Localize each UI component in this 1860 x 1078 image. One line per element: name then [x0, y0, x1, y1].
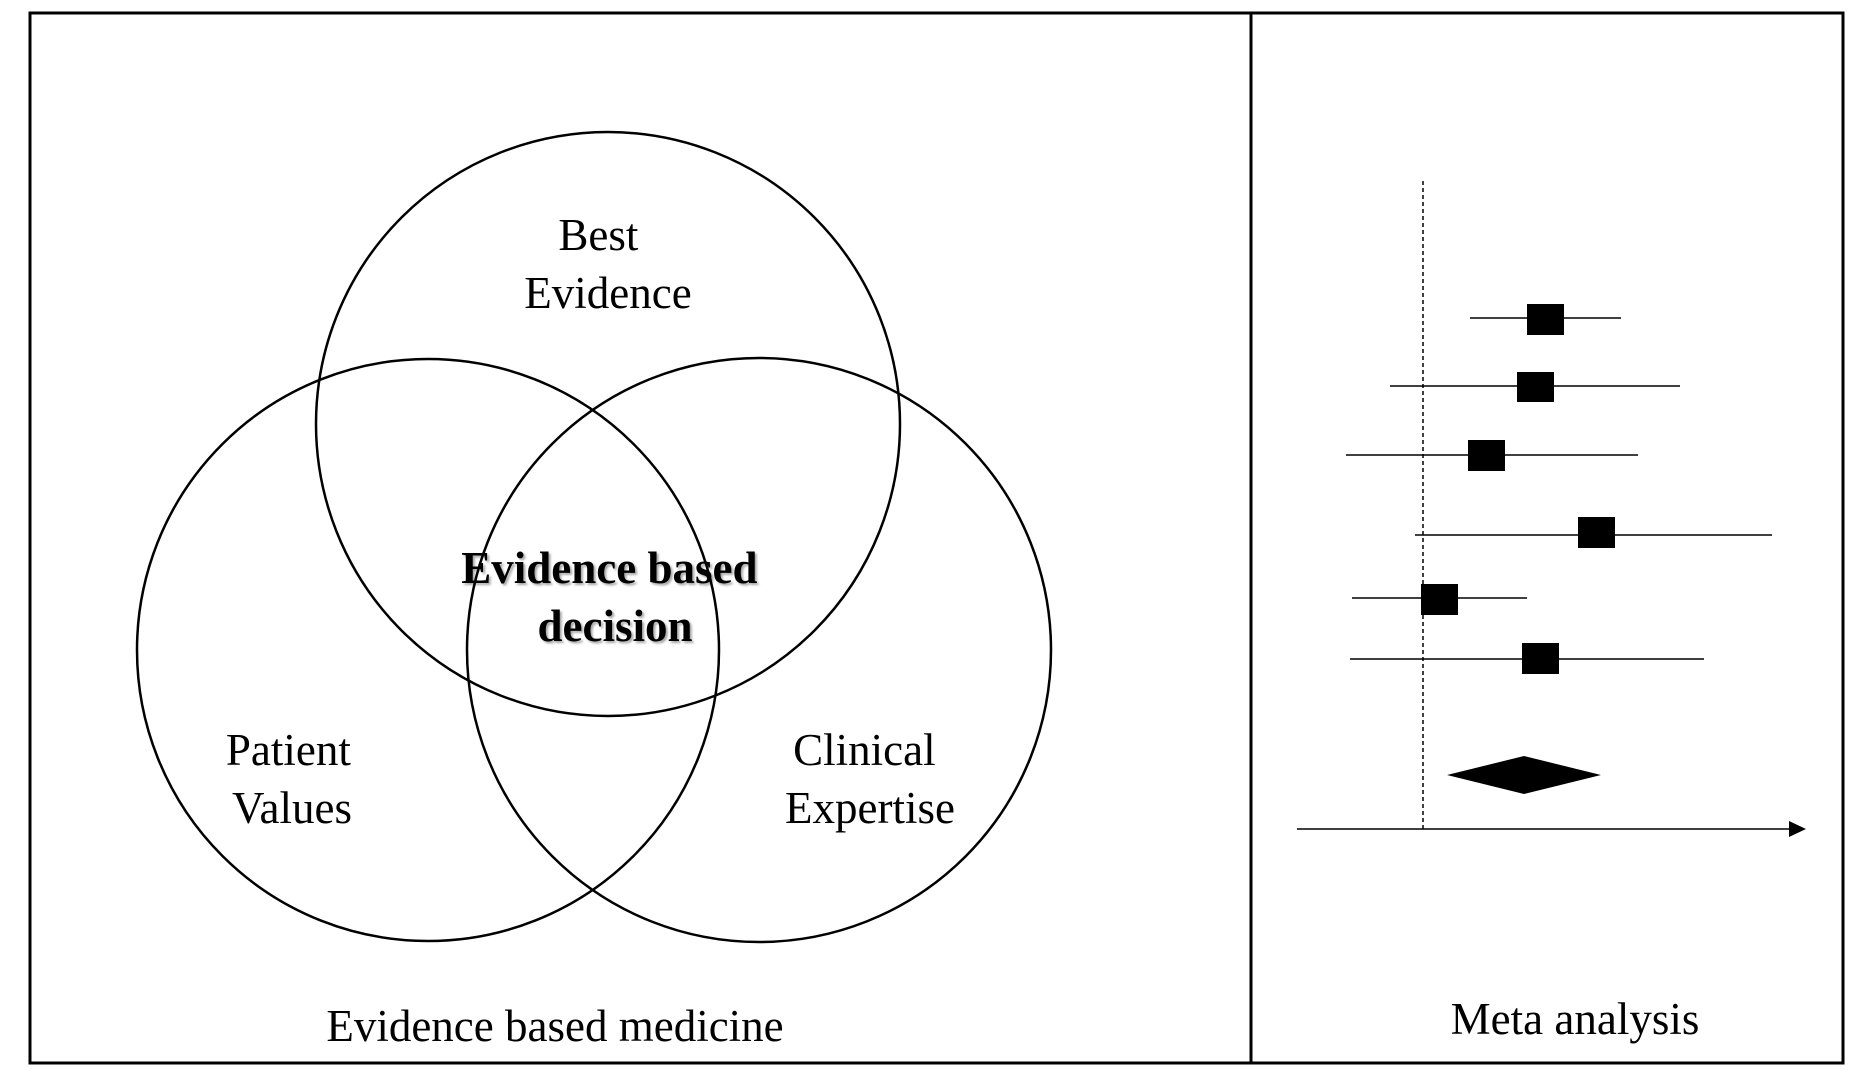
venn-diagram: Best Evidence Patient Values Clinical Ex… [135, 130, 1053, 944]
x-axis-arrowhead [1789, 821, 1806, 837]
forest-plot [1297, 181, 1806, 837]
study-5-point-estimate [1421, 584, 1458, 615]
venn-circle-clinical-expertise [465, 356, 1053, 944]
intersection-label-line-2: decision [537, 601, 692, 651]
right-panel-caption: Meta analysis [1451, 994, 1700, 1044]
study-row [1390, 372, 1680, 402]
study-6-point-estimate [1522, 643, 1559, 674]
venn-circle-patient-values [135, 357, 721, 943]
pooled-estimate-diamond [1447, 756, 1601, 794]
study-1-point-estimate [1527, 304, 1564, 335]
study-4-point-estimate [1578, 517, 1615, 548]
patient-values-label: Patient Values [226, 725, 362, 833]
study-row [1350, 643, 1704, 674]
study-row [1415, 517, 1772, 548]
clinical-expertise-label-line-2: Expertise [785, 783, 955, 833]
patient-values-label-line-2: Values [232, 783, 352, 833]
clinical-expertise-label-line-1: Clinical [793, 725, 935, 775]
venn-circle-best-evidence [314, 130, 902, 718]
best-evidence-label-line-1: Best [558, 210, 639, 260]
study-row [1346, 440, 1638, 471]
study-row [1352, 584, 1527, 615]
intersection-label-line-1: Evidence based [461, 543, 757, 593]
study-2-point-estimate [1517, 372, 1554, 402]
figure-frame [28, 11, 1845, 1065]
study-3-point-estimate [1468, 440, 1505, 471]
clinical-expertise-label: Clinical Expertise [785, 725, 955, 833]
patient-values-label-line-1: Patient [226, 725, 351, 775]
best-evidence-label-line-2: Evidence [524, 268, 691, 318]
left-panel-caption: Evidence based medicine [326, 1001, 783, 1051]
intersection-label: Evidence based decision [461, 543, 769, 651]
study-row [1470, 304, 1621, 335]
best-evidence-label: Best Evidence [524, 210, 691, 318]
